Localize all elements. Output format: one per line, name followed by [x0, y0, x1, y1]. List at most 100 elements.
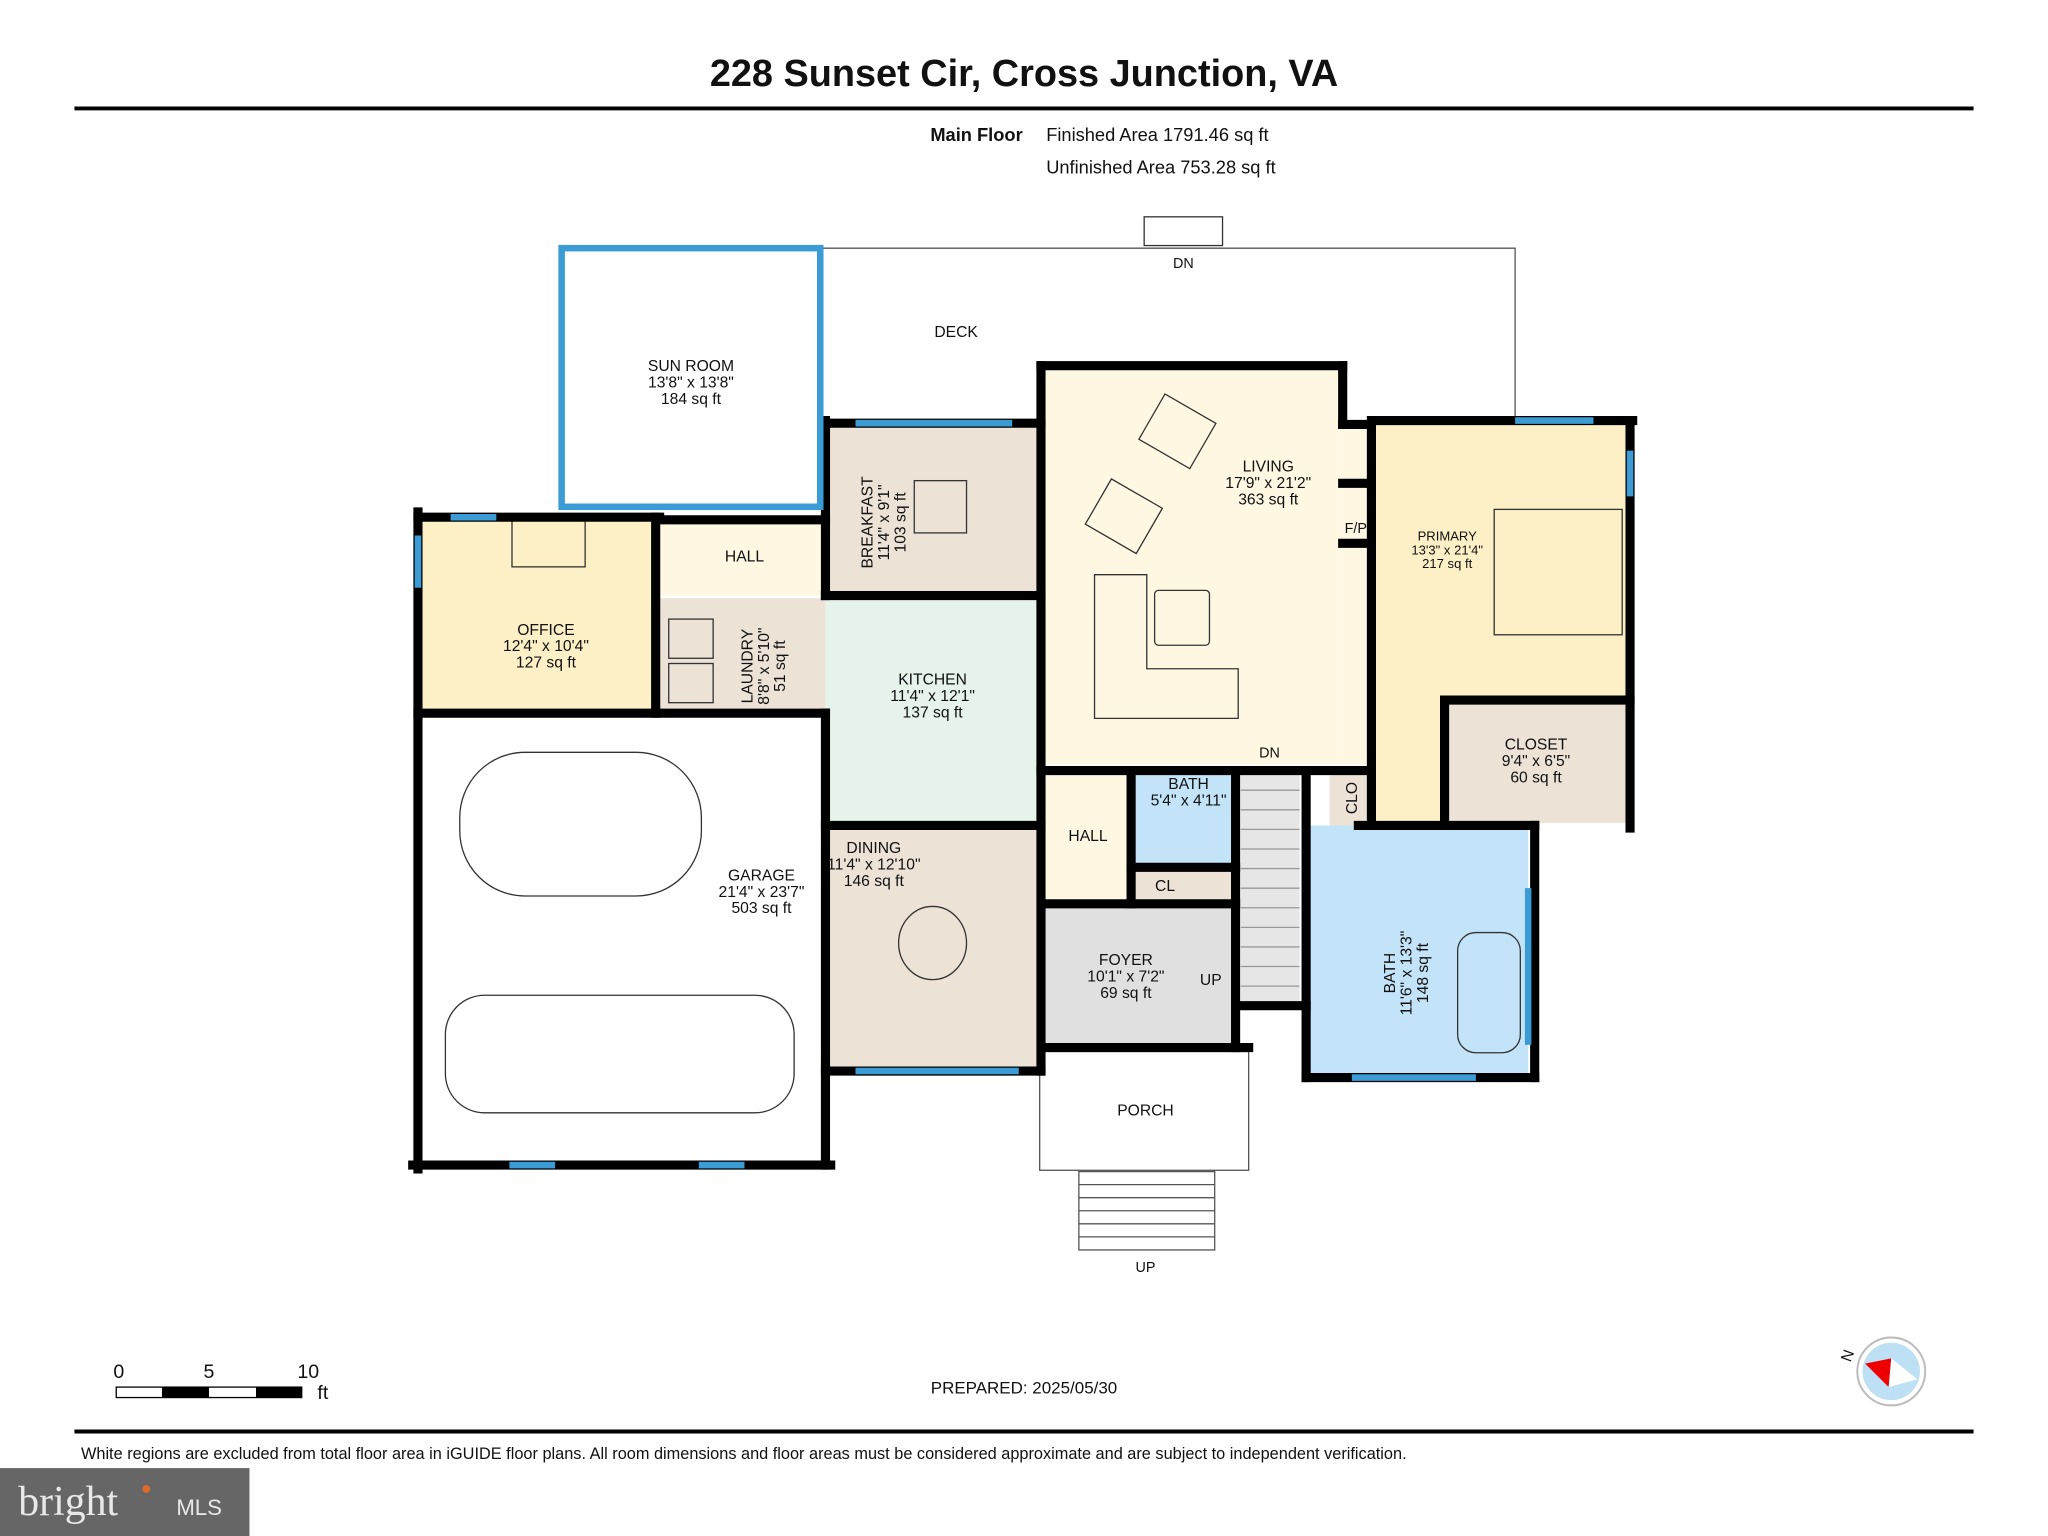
room-label-deck: DECK [934, 324, 978, 341]
room-name: FOYER [1099, 952, 1153, 969]
room-dimensions: 21'4" x 23'7" [719, 884, 805, 901]
compass-north: N [1838, 1348, 1858, 1364]
room-name: UP [1200, 972, 1222, 989]
room-area: 103 sq ft [892, 492, 909, 553]
room-name: LIVING [1243, 459, 1294, 476]
footer: 0 5 10 ft PREPARED: 2025/05/30 N White r… [0, 1336, 1974, 1536]
room-name: HALL [1068, 828, 1107, 845]
page-title: 228 Sunset Cir, Cross Junction, VA [710, 53, 1338, 95]
room-clo [1329, 770, 1369, 826]
finished-area: Finished Area 1791.46 sq ft [1046, 124, 1268, 145]
room-dimensions: 5'4" x 4'11" [1151, 792, 1227, 809]
room-area: 184 sq ft [661, 391, 722, 408]
room-label-porch: PORCH [1117, 1102, 1174, 1119]
compass-icon: N [1838, 1336, 1927, 1407]
bright-mls-logo: bright MLS [0, 1468, 250, 1536]
ottoman-icon [1153, 589, 1211, 646]
room-name: DECK [934, 324, 978, 341]
room-primary [1371, 423, 1631, 701]
room-area: 148 sq ft [1415, 942, 1432, 1003]
room-name: BATH [1168, 776, 1209, 793]
room-dimensions: 11'4" x 12'10" [827, 856, 920, 873]
armchair-icon [1084, 478, 1164, 555]
room-dining [825, 825, 1041, 1072]
room-hall-upper [659, 519, 826, 596]
room-label-clo: CLO [1344, 782, 1361, 814]
header: 228 Sunset Cir, Cross Junction, VA Main … [74, 53, 1974, 178]
room-label-stairs-dn: DN [1259, 746, 1280, 762]
room-dimensions: 12'4" x 10'4" [503, 638, 589, 655]
room-primary-hall [1371, 700, 1445, 826]
room-name: PORCH [1117, 1102, 1174, 1119]
room-label-deck-stairs: DN [1173, 256, 1194, 272]
room-dimensions: 9'4" x 6'5" [1502, 753, 1570, 770]
washer-icon [668, 662, 714, 704]
furniture-layer [444, 393, 1623, 1114]
scale-tick-10: 10 [297, 1361, 319, 1383]
unfinished-area: Unfinished Area 753.28 sq ft [1046, 157, 1276, 178]
room-name: BATH [1382, 953, 1399, 994]
room-name: OFFICE [517, 622, 574, 639]
scale-bar-segment [256, 1387, 302, 1398]
room-dimensions: 11'6" x 13'3" [1398, 931, 1415, 1016]
room-foyer [1044, 907, 1236, 1048]
room-name: DN [1173, 256, 1194, 272]
room-label-cl: CL [1155, 878, 1175, 895]
room-hall-lower [1044, 770, 1132, 904]
scale-bar-segment [161, 1387, 209, 1398]
room-area: 60 sq ft [1510, 770, 1562, 787]
room-name: CLOSET [1505, 737, 1568, 754]
scale-tick-0: 0 [113, 1361, 124, 1383]
room-name: CL [1155, 878, 1175, 895]
armchair-icon [1137, 393, 1217, 470]
room-area: 51 sq ft [772, 640, 789, 692]
room-area: 146 sq ft [844, 873, 905, 890]
scale-unit: ft [317, 1382, 328, 1404]
scale-tick-5: 5 [204, 1361, 215, 1383]
room-area: 127 sq ft [516, 655, 577, 672]
room-dimensions: 10'1" x 7'2" [1087, 969, 1164, 986]
room-kitchen [825, 595, 1041, 826]
room-label-stairs-up: UP [1200, 972, 1222, 989]
room-dimensions: 8'8" x 5'10" [756, 628, 773, 705]
room-label-porch-stairs: UP [1135, 1260, 1155, 1276]
sectional-sofa-icon [1093, 574, 1239, 720]
porch-outline [1039, 1050, 1250, 1171]
room-name: F/P [1345, 521, 1367, 537]
room-dimensions: 11'4" x 9'1" [876, 484, 893, 560]
sunroom-windows [558, 244, 824, 511]
room-label-hall-lower: HALL [1068, 828, 1107, 845]
room-bath-primary [1306, 825, 1529, 1078]
room-dimensions: 11'4" x 12'1" [890, 688, 975, 705]
walls-layer [408, 216, 1638, 1251]
room-name: CLO [1344, 782, 1361, 814]
truck-icon [444, 994, 795, 1114]
room-label-hall-upper: HALL [725, 549, 764, 566]
room-name: PRIMARY [1418, 529, 1478, 544]
room-name: SUN ROOM [648, 358, 734, 375]
room-name: LAUNDRY [739, 628, 756, 703]
car-icon [459, 751, 703, 897]
svg-text:bright: bright [18, 1479, 118, 1525]
round-table-icon [897, 905, 968, 981]
deck-outline [820, 247, 1516, 421]
room-name: DN [1259, 746, 1280, 762]
floor-name: Main Floor [930, 124, 1022, 145]
room-bath-half [1131, 770, 1236, 865]
room-area: 363 sq ft [1238, 491, 1299, 508]
